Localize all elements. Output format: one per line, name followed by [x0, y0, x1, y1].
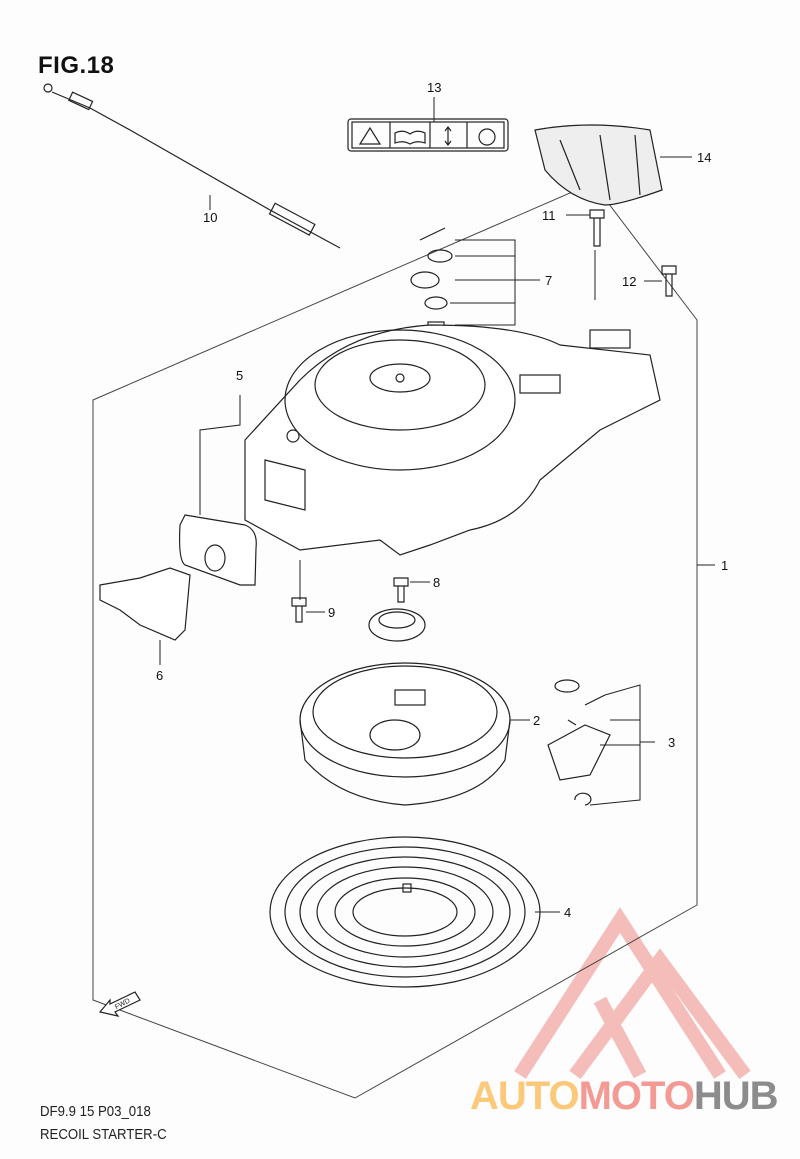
section-name: RECOIL STARTER-C [40, 1126, 167, 1143]
watermark-part2: MOTO [578, 1074, 695, 1118]
callout-5: 5 [236, 368, 243, 383]
part-13-warning-label[interactable] [347, 118, 509, 152]
callout-7: 7 [545, 273, 552, 288]
callout-10: 10 [203, 210, 217, 225]
callout-9: 9 [328, 605, 335, 620]
starter-housing[interactable] [244, 324, 661, 556]
part-14-cover[interactable] [534, 124, 663, 206]
part-2-reel[interactable] [299, 662, 511, 806]
model-code: DF9.9 15 P03_018 [40, 1103, 151, 1120]
watermark-part1: AUTO [470, 1074, 580, 1118]
part-6-handle[interactable] [99, 567, 191, 641]
callout-labels: 1 2 3 4 5 6 7 8 9 10 11 12 13 14 [156, 80, 728, 920]
part-7-pawl-set[interactable] [410, 227, 453, 337]
manual-book-icon [394, 130, 426, 145]
arrow-icon [444, 126, 452, 146]
callout-6: 6 [156, 668, 163, 683]
part-3-pawl-parts[interactable] [547, 679, 611, 806]
watermark-text: AUTOMOTOHUB [470, 1074, 779, 1119]
callout-12: 12 [622, 274, 636, 289]
callout-1: 1 [721, 558, 728, 573]
callout-4: 4 [564, 905, 571, 920]
callout-3: 3 [668, 735, 675, 750]
part-11-bolt[interactable] [589, 209, 605, 247]
warning-triangle-icon [358, 126, 382, 145]
part-9-bolt[interactable] [291, 597, 307, 623]
spring-seat[interactable] [368, 608, 426, 642]
rope-handle-icon [478, 128, 496, 146]
part-8-bolt[interactable] [393, 577, 409, 603]
callout-2: 2 [533, 713, 540, 728]
part-10-cable[interactable] [43, 83, 341, 249]
callout-8: 8 [433, 575, 440, 590]
part-5-guide[interactable] [178, 514, 257, 586]
fwd-label: FWD [114, 998, 131, 1012]
fwd-arrow-icon: FWD [98, 991, 141, 1017]
watermark-logo-triangle [514, 907, 751, 1080]
leader-lines [159, 97, 715, 913]
figure-title: FIG.18 [38, 52, 115, 79]
callout-13: 13 [427, 80, 441, 95]
callout-14: 14 [697, 150, 711, 165]
watermark-part3: HUB [693, 1074, 779, 1118]
part-12-bolt[interactable] [661, 265, 677, 297]
callout-11: 11 [542, 208, 556, 223]
part-4-recoil-spring[interactable] [269, 836, 541, 988]
